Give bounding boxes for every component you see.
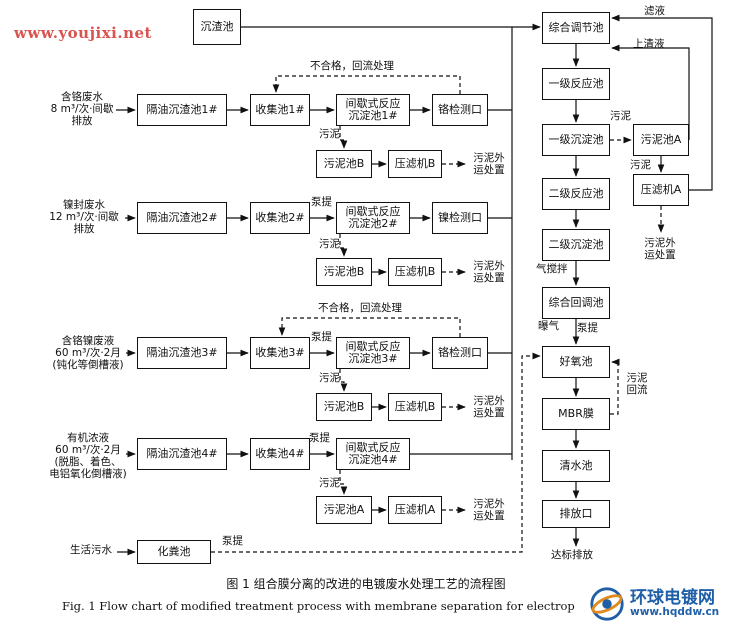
filter-press-a-4: 压滤机A — [388, 496, 442, 524]
label-sludge-main: 污泥 — [610, 110, 631, 122]
sludge-pool-b-3: 污泥池B — [316, 393, 372, 421]
label-supernatant: 上清液 — [633, 38, 665, 50]
label-sludge-main-2: 污泥 — [630, 159, 651, 171]
source-domestic: 生活污水 — [70, 544, 112, 556]
batch-reactor-1: 间歇式反应 沉淀池1# — [336, 94, 410, 126]
source-organic: 有机浓液 60 m³/次·2月 (脱脂、着色、 电铝氧化倒槽液) — [49, 432, 127, 480]
label-pump-2: 泵提 — [311, 196, 332, 208]
label-sludge-disposal-main: 污泥外 运处置 — [644, 237, 676, 261]
react2-sludge — [339, 234, 348, 257]
watermark-bottom: 环球电镀网 www.hqddw.cn — [578, 583, 728, 625]
return-loop-1 — [272, 75, 461, 94]
return-loop-3 — [278, 317, 461, 337]
collection-pool-3: 收集池3# — [250, 337, 310, 369]
nickel-check-port-2: 镍检测口 — [432, 202, 488, 234]
chromium-check-port-1: 铬检测口 — [432, 94, 488, 126]
label-pump-3: 泵提 — [311, 331, 332, 343]
filtrate-return — [611, 14, 713, 191]
sludge-pool-a-4: 污泥池A — [316, 496, 372, 524]
label-sludge-disposal-2: 污泥外 运处置 — [473, 260, 505, 284]
label-compliant-discharge: 达标排放 — [551, 549, 593, 561]
oil-sediment-pool-3: 隔油沉渣池3# — [137, 337, 227, 369]
sediment-pool: 沉渣池 — [193, 9, 241, 45]
label-sludge-disposal-3: 污泥外 运处置 — [473, 395, 505, 419]
react4-sludge — [339, 470, 348, 495]
sludge-pool-b-2: 污泥池B — [316, 258, 372, 286]
oil-sediment-pool-1: 隔油沉渣池1# — [137, 94, 227, 126]
label-unqualified-return-1: 不合格，回流处理 — [310, 60, 394, 72]
collection-pool-4: 收集池4# — [250, 438, 310, 470]
globe-logo-icon — [590, 587, 624, 621]
label-unqualified-return-3: 不合格，回流处理 — [318, 302, 402, 314]
septic-tank: 化粪池 — [137, 540, 211, 564]
label-filtrate: 滤液 — [644, 5, 665, 17]
septic-to-aerobic — [211, 352, 541, 553]
sludge-pool-a-main: 污泥池A — [633, 124, 689, 156]
label-sludge-2: 污泥 — [319, 238, 340, 250]
label-pump-aerobic: 泵提 — [577, 322, 598, 334]
mbr-membrane: MBR膜 — [542, 398, 610, 430]
filter-press-b-1: 压滤机B — [388, 150, 442, 178]
clear-water-pool: 清水池 — [542, 450, 610, 482]
secondary-reaction-pool: 二级反应池 — [542, 178, 610, 210]
filter-press-a-main: 压滤机A — [633, 174, 689, 206]
label-pump-4: 泵提 — [309, 432, 330, 444]
react1-sludge — [339, 126, 348, 149]
filter-press-b-2: 压滤机B — [388, 258, 442, 286]
collection-pool-1: 收集池1# — [250, 94, 310, 126]
readjustment-pool: 综合回调池 — [542, 287, 610, 319]
figure-caption-cn: 图 1 组合膜分离的改进的电镀废水处理工艺的流程图 — [226, 577, 506, 591]
sludge-return-loop — [610, 358, 620, 415]
discharge-outlet: 排放口 — [542, 500, 610, 528]
batch-reactor-2: 间歇式反应 沉淀池2# — [336, 202, 410, 234]
label-pump-septic: 泵提 — [222, 535, 243, 547]
aerobic-pool: 好氧池 — [542, 346, 610, 378]
equalization-pool: 综合调节池 — [542, 12, 610, 44]
watermark-bottom-cn: 环球电镀网 — [630, 588, 715, 608]
filter-press-b-3: 压滤机B — [388, 393, 442, 421]
oil-sediment-pool-2: 隔油沉渣池2# — [137, 202, 227, 234]
watermark-bottom-url: www.hqddw.cn — [630, 606, 720, 618]
collection-pool-2: 收集池2# — [250, 202, 310, 234]
label-sludge-return: 污泥 回流 — [626, 372, 648, 396]
supernatant-return — [611, 44, 690, 140]
label-sludge-3: 污泥 — [319, 372, 340, 384]
label-sludge-4: 污泥 — [319, 477, 340, 489]
batch-reactor-3: 间歇式反应 沉淀池3# — [336, 337, 410, 369]
source-nickel-seal: 镍封废水 12 m³/次·间歇 排放 — [49, 199, 119, 235]
source-chromium-waste: 含铬废水 8 m³/次·间歇 排放 — [50, 91, 114, 127]
oil-sediment-pool-4: 隔油沉渣池4# — [137, 438, 227, 470]
label-sludge-1: 污泥 — [319, 128, 340, 140]
figure-caption-en: Fig. 1 Flow chart of modified treatment … — [62, 599, 575, 613]
source-chrome-nickel: 含铬镍废液 60 m³/次·2月 (钝化等倒槽液) — [52, 335, 124, 371]
label-aeration: 曝气 — [538, 320, 559, 332]
label-sludge-disposal-4: 污泥外 运处置 — [473, 498, 505, 522]
primary-settling-pool: 一级沉淀池 — [542, 124, 610, 156]
batch-reactor-4: 间歇式反应 沉淀池4# — [336, 438, 410, 470]
chromium-check-port-3: 铬检测口 — [432, 337, 488, 369]
sludge-pool-b-1: 污泥池B — [316, 150, 372, 178]
secondary-settling-pool: 二级沉淀池 — [542, 229, 610, 261]
watermark-top-url: www.youjixi.net — [14, 24, 152, 42]
primary-reaction-pool: 一级反应池 — [542, 68, 610, 100]
label-air-stirring: 气搅拌 — [536, 263, 568, 275]
label-sludge-disposal-1: 污泥外 运处置 — [473, 152, 505, 176]
react3-sludge — [339, 369, 348, 392]
